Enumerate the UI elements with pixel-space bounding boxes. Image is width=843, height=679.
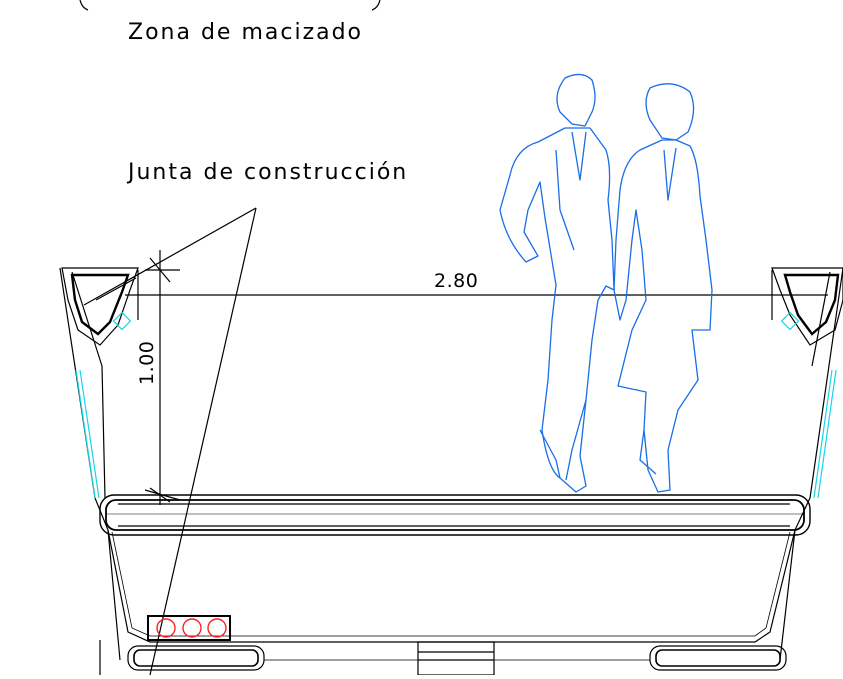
top-bracket-arc bbox=[79, 0, 89, 11]
construction-joint-leader bbox=[83, 207, 257, 676]
deck-slab bbox=[99, 494, 811, 536]
width-dimension-line bbox=[125, 270, 828, 320]
bottom-chord bbox=[99, 529, 796, 675]
construction-joint-label: Junta de construcción bbox=[128, 160, 409, 185]
right-top-cap bbox=[771, 267, 843, 346]
height-dimension-label: 1.00 bbox=[136, 340, 158, 385]
height-dimension-line bbox=[144, 250, 181, 505]
center-plate bbox=[417, 641, 495, 676]
bottom-rail-right bbox=[649, 645, 787, 671]
left-top-cap bbox=[61, 267, 139, 346]
bottom-rail-left bbox=[127, 645, 265, 671]
right-web bbox=[779, 267, 843, 661]
walking-couple-figure bbox=[499, 73, 713, 493]
solid-zone-label: Zona de macizado bbox=[128, 20, 364, 45]
duct-box bbox=[147, 615, 231, 641]
cyan-details bbox=[75, 311, 837, 499]
top-bracket-arc-right bbox=[371, 0, 381, 11]
prestress-ducts bbox=[156, 618, 227, 638]
width-dimension-label: 2.80 bbox=[434, 270, 479, 292]
